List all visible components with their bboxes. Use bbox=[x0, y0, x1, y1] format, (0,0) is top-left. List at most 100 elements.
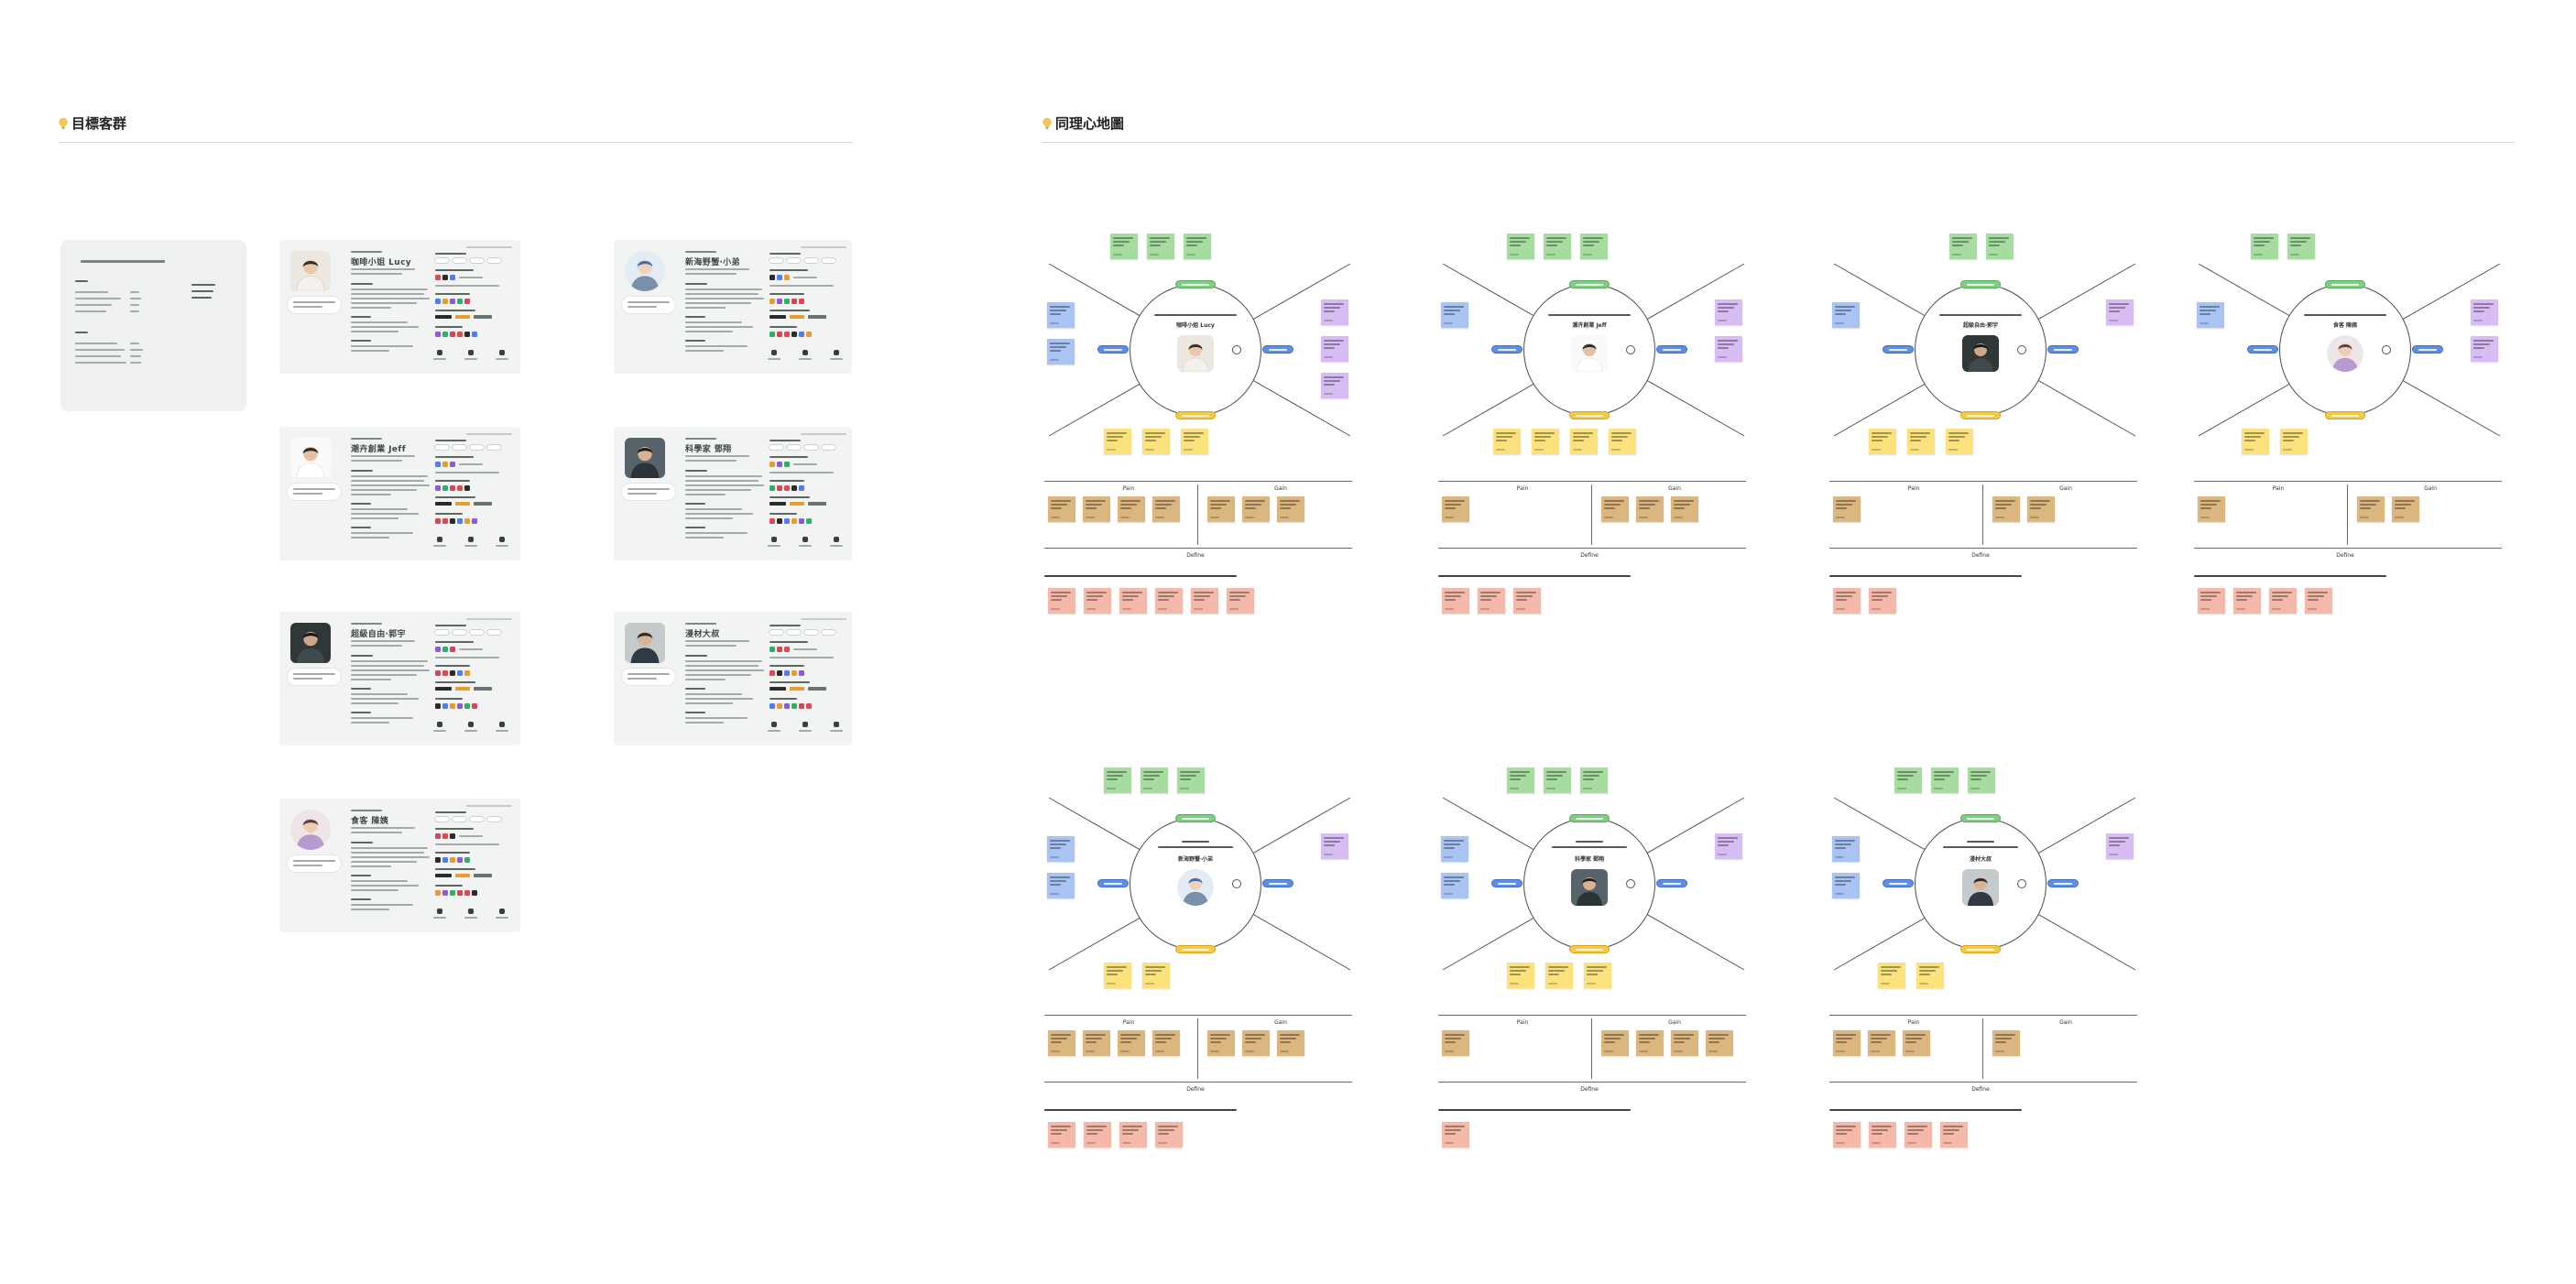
pain-sticky-note[interactable] bbox=[1833, 1030, 1861, 1056]
pain-sticky-note[interactable] bbox=[1868, 1030, 1895, 1056]
define-sticky-note[interactable] bbox=[1155, 588, 1183, 614]
define-sticky-note[interactable] bbox=[2305, 588, 2332, 614]
yellow-pill[interactable] bbox=[1569, 945, 1610, 953]
pain-sticky-note[interactable] bbox=[1442, 496, 1469, 522]
green-sticky-note[interactable] bbox=[1986, 234, 2014, 259]
yellow-sticky-note[interactable] bbox=[1878, 963, 1905, 988]
green-sticky-note[interactable] bbox=[1931, 767, 1959, 793]
yellow-sticky-note[interactable] bbox=[1916, 963, 1944, 988]
green-sticky-note[interactable] bbox=[1177, 767, 1205, 793]
define-sticky-note[interactable] bbox=[2233, 588, 2261, 614]
persona-card[interactable]: 新海野蟹‧小弟 bbox=[614, 240, 852, 374]
purple-sticky-note[interactable] bbox=[2471, 299, 2498, 325]
gain-sticky-note[interactable] bbox=[2392, 496, 2419, 522]
blue-pill[interactable] bbox=[1262, 879, 1293, 887]
toggle-circle[interactable] bbox=[1232, 345, 1241, 354]
purple-sticky-note[interactable] bbox=[1321, 833, 1348, 859]
gain-sticky-note[interactable] bbox=[1706, 1030, 1733, 1056]
blue-sticky-note[interactable] bbox=[1047, 339, 1075, 365]
gain-sticky-note[interactable] bbox=[1636, 1030, 1664, 1056]
gain-sticky-note[interactable] bbox=[1207, 496, 1235, 522]
define-sticky-note[interactable] bbox=[1442, 1122, 1469, 1148]
pain-sticky-note[interactable] bbox=[2198, 496, 2225, 522]
persona-card[interactable]: 科學家 鄧翔 bbox=[614, 427, 852, 560]
green-pill[interactable] bbox=[1960, 280, 2001, 288]
pain-sticky-note[interactable] bbox=[1048, 496, 1075, 522]
persona-card[interactable]: 漫材大叔 bbox=[614, 612, 852, 745]
blue-pill[interactable] bbox=[1883, 345, 1914, 354]
gain-sticky-note[interactable] bbox=[1277, 496, 1304, 522]
persona-card[interactable]: 超級自由‧郭宇 bbox=[279, 612, 520, 745]
yellow-sticky-note[interactable] bbox=[1946, 429, 1973, 454]
pain-sticky-note[interactable] bbox=[1152, 1030, 1180, 1056]
persona-card[interactable]: 潮卉創業 Jeff bbox=[279, 427, 520, 560]
purple-sticky-note[interactable] bbox=[1715, 299, 1742, 325]
purple-sticky-note[interactable] bbox=[1321, 373, 1348, 398]
green-sticky-note[interactable] bbox=[1184, 234, 1211, 259]
yellow-sticky-note[interactable] bbox=[1142, 963, 1170, 988]
define-sticky-note[interactable] bbox=[1833, 1122, 1861, 1148]
blue-pill[interactable] bbox=[2047, 345, 2079, 354]
purple-sticky-note[interactable] bbox=[2471, 336, 2498, 362]
blue-sticky-note[interactable] bbox=[1441, 302, 1468, 328]
toggle-circle[interactable] bbox=[2017, 879, 2026, 888]
define-sticky-note[interactable] bbox=[1119, 588, 1147, 614]
define-sticky-note[interactable] bbox=[1119, 1122, 1147, 1148]
green-sticky-note[interactable] bbox=[1968, 767, 1995, 793]
blue-sticky-note[interactable] bbox=[1832, 873, 1860, 898]
gain-sticky-note[interactable] bbox=[1242, 496, 1270, 522]
purple-sticky-note[interactable] bbox=[1321, 336, 1348, 362]
overview-panel[interactable] bbox=[60, 240, 246, 411]
define-sticky-note[interactable] bbox=[1940, 1122, 1968, 1148]
define-sticky-note[interactable] bbox=[1442, 588, 1469, 614]
blue-sticky-note[interactable] bbox=[2197, 302, 2224, 328]
blue-sticky-note[interactable] bbox=[1832, 836, 1860, 862]
yellow-pill[interactable] bbox=[1569, 411, 1610, 419]
gain-sticky-note[interactable] bbox=[1242, 1030, 1270, 1056]
gain-sticky-note[interactable] bbox=[1992, 1030, 2020, 1056]
green-sticky-note[interactable] bbox=[1544, 234, 1571, 259]
yellow-pill[interactable] bbox=[1960, 945, 2001, 953]
gain-sticky-note[interactable] bbox=[1207, 1030, 1235, 1056]
green-sticky-note[interactable] bbox=[1894, 767, 1922, 793]
green-sticky-note[interactable] bbox=[2287, 234, 2315, 259]
blue-sticky-note[interactable] bbox=[1832, 302, 1860, 328]
define-sticky-note[interactable] bbox=[1048, 588, 1075, 614]
yellow-sticky-note[interactable] bbox=[1493, 429, 1521, 454]
green-sticky-note[interactable] bbox=[1949, 234, 1977, 259]
define-sticky-note[interactable] bbox=[1869, 1122, 1896, 1148]
gain-sticky-note[interactable] bbox=[1601, 1030, 1629, 1056]
purple-sticky-note[interactable] bbox=[2106, 299, 2134, 325]
pain-sticky-note[interactable] bbox=[1118, 1030, 1145, 1056]
green-sticky-note[interactable] bbox=[2251, 234, 2278, 259]
purple-sticky-note[interactable] bbox=[1321, 299, 1348, 325]
green-pill[interactable] bbox=[1569, 814, 1610, 822]
pain-sticky-note[interactable] bbox=[1083, 496, 1110, 522]
toggle-circle[interactable] bbox=[1626, 345, 1635, 354]
blue-pill[interactable] bbox=[1097, 345, 1129, 354]
blue-pill[interactable] bbox=[1491, 345, 1523, 354]
gain-sticky-note[interactable] bbox=[1671, 496, 1698, 522]
yellow-pill[interactable] bbox=[1175, 411, 1216, 419]
gain-sticky-note[interactable] bbox=[1277, 1030, 1304, 1056]
yellow-sticky-note[interactable] bbox=[1104, 429, 1131, 454]
blue-pill[interactable] bbox=[2047, 879, 2079, 887]
gain-sticky-note[interactable] bbox=[1636, 496, 1664, 522]
blue-sticky-note[interactable] bbox=[1441, 873, 1468, 898]
persona-card[interactable]: 咖啡小姐 Lucy bbox=[279, 240, 520, 374]
yellow-sticky-note[interactable] bbox=[1104, 963, 1131, 988]
yellow-sticky-note[interactable] bbox=[1570, 429, 1598, 454]
pain-sticky-note[interactable] bbox=[1442, 1030, 1469, 1056]
green-pill[interactable] bbox=[1175, 814, 1216, 822]
define-sticky-note[interactable] bbox=[1478, 588, 1505, 614]
pain-sticky-note[interactable] bbox=[1152, 496, 1180, 522]
green-sticky-note[interactable] bbox=[1104, 767, 1131, 793]
blue-sticky-note[interactable] bbox=[1047, 873, 1075, 898]
gain-sticky-note[interactable] bbox=[2357, 496, 2385, 522]
green-pill[interactable] bbox=[1175, 280, 1216, 288]
yellow-sticky-note[interactable] bbox=[1545, 963, 1573, 988]
